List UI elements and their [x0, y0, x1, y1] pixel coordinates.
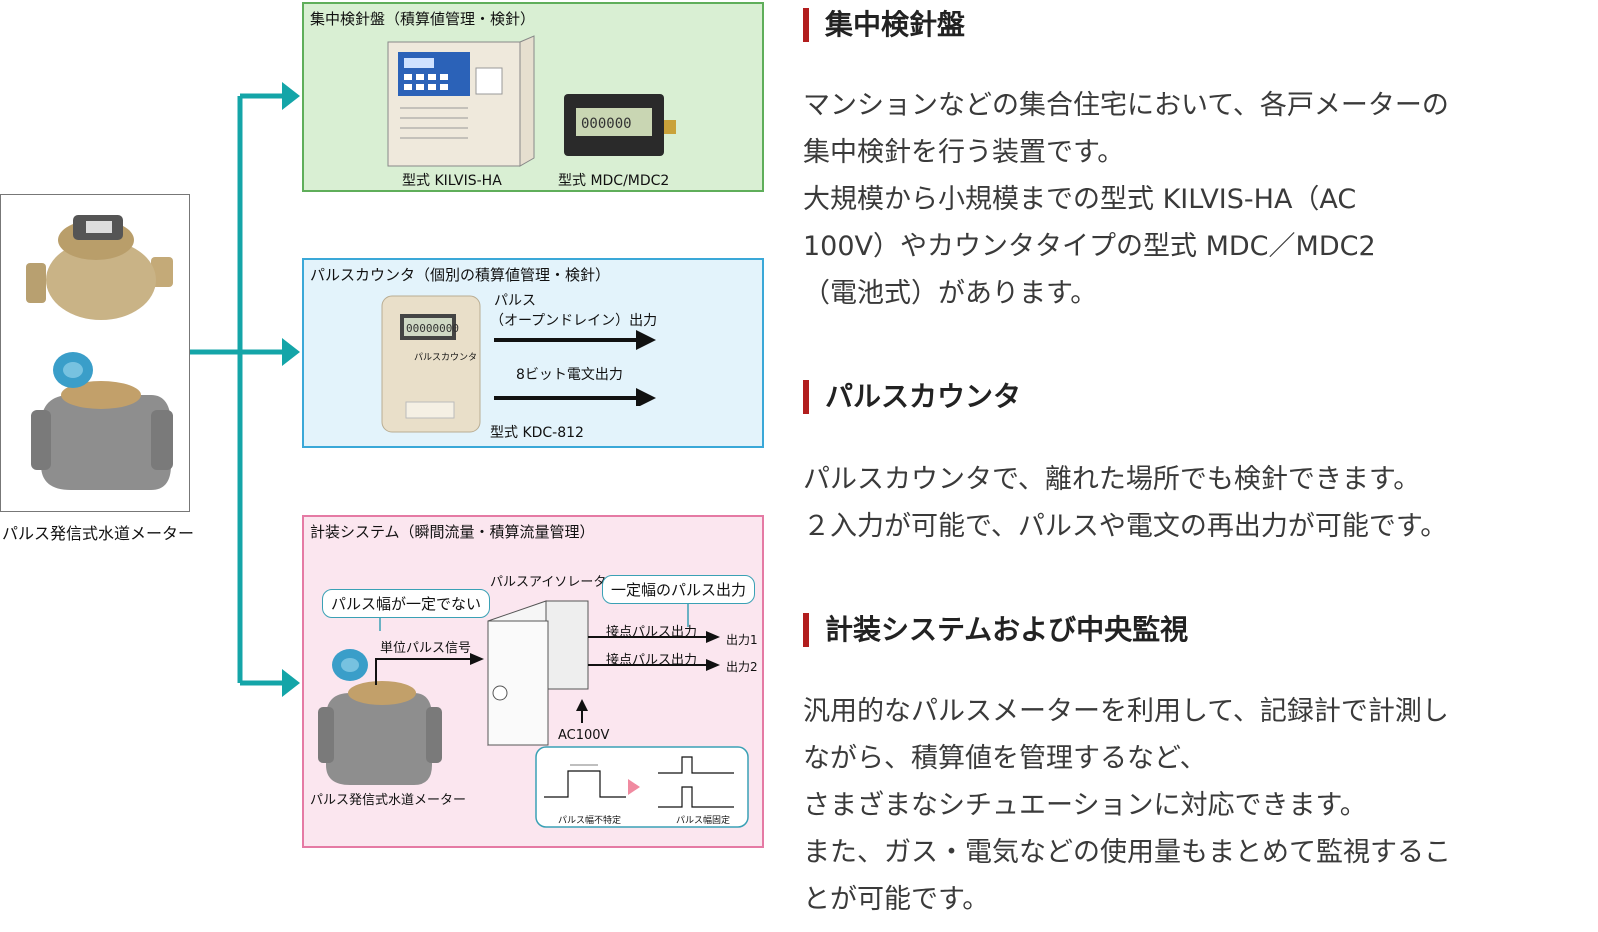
central-reading-devices: 000000: [387, 35, 676, 167]
panel3-meter-caption: パルス発信式水道メーター: [310, 793, 467, 808]
pulse-output-label-2: （オープンドレイン）出力: [490, 313, 658, 329]
svg-text:000000: 000000: [581, 116, 632, 132]
water-meter-illustration: [26, 215, 173, 490]
text-line: ２入力が可能で、パルスや電文の再出力が可能です。: [803, 511, 1448, 542]
arrow-head-3: [282, 669, 300, 697]
label-kdc: 型式 KDC-812: [490, 425, 584, 441]
wave-label-right: パルス幅固定: [676, 816, 731, 826]
panel-instrumentation: 計装システム（瞬間流量・積算流量管理） パルス幅が一定でない パルスアイソレータ…: [302, 515, 764, 848]
heading-instrumentation: 計装システムおよび中央監視: [803, 613, 1188, 647]
text-line: 集中検針を行う装置です。: [803, 137, 1125, 168]
arrow-head-2: [282, 338, 300, 366]
text-line: パルスカウンタで、離れた場所でも検針できます。: [803, 464, 1421, 495]
output2-label: 出力2: [726, 660, 758, 674]
paragraph-instrumentation: 汎用的なパルスメーターを利用して、記録計で計測し ながら、積算値を管理するなど、…: [803, 688, 1451, 923]
device-label: パルスカウンタ: [414, 353, 478, 363]
meter-image-box: [0, 194, 190, 512]
text-line: また、ガス・電気などの使用量もまとめて監視するこ: [803, 837, 1451, 868]
output-arrows: [494, 330, 656, 406]
unit-pulse-signal-label: 単位パルス信号: [380, 641, 472, 656]
panel1-title: 集中検針盤（積算値管理・検針）: [310, 10, 536, 28]
svg-text:00000000: 00000000: [406, 322, 459, 335]
meter-caption: パルス発信式水道メーター: [2, 524, 195, 543]
heading-pulse-counter: パルスカウンタ: [803, 380, 1021, 414]
text-line: （電池式）があります。: [803, 278, 1098, 309]
panel2-title: パルスカウンタ（個別の積算値管理・検針）: [310, 266, 611, 284]
panel-central-reading: 集中検針盤（積算値管理・検針） 000000 型式 KILVIS-HA 型式 M…: [302, 2, 764, 192]
text-line: 100V）やカウンタタイプの型式 MDC／MDC2: [803, 231, 1376, 262]
isolator-label: パルスアイソレータ: [490, 575, 607, 590]
bubble-irregular-pulse: パルス幅が一定でない: [322, 589, 491, 618]
label-kilvis: 型式 KILVIS-HA: [402, 173, 502, 189]
arrow-head-1: [282, 82, 300, 110]
bubble-fixed-pulse: 一定幅のパルス出力: [602, 575, 756, 604]
text-line: さまざまなシチュエーションに対応できます。: [803, 790, 1367, 821]
text-line: とが可能です。: [803, 884, 990, 915]
paragraph-pulse-counter: パルスカウンタで、離れた場所でも検針できます。 ２入力が可能で、パルスや電文の再…: [803, 456, 1447, 550]
label-mdc: 型式 MDC/MDC2: [558, 173, 670, 189]
pulse-output-label-1: パルス: [494, 293, 536, 309]
text-line: マンションなどの集合住宅において、各戸メーターの: [803, 90, 1449, 121]
output1-label: 出力1: [726, 633, 758, 647]
instrumentation-diagram: [318, 600, 749, 828]
power-label: AC100V: [558, 728, 610, 743]
text-line: 汎用的なパルスメーターを利用して、記録計で計測し: [803, 696, 1449, 727]
paragraph-central-reading: マンションなどの集合住宅において、各戸メーターの 集中検針を行う装置です。 大規…: [803, 82, 1449, 317]
text-line: ながら、積算値を管理するなど、: [803, 743, 1207, 774]
panel3-title: 計装システム（瞬間流量・積算流量管理）: [310, 523, 595, 541]
text-line: 大規模から小規模までの型式 KILVIS-HA（AC: [803, 184, 1357, 215]
panel-pulse-counter: パルスカウンタ（個別の積算値管理・検針） 00000000 パルスカウンタ パル…: [302, 258, 764, 448]
wave-label-left: パルス幅不特定: [558, 816, 622, 826]
pulse-counter-device: 00000000: [381, 295, 481, 433]
telegram-output-label: 8ビット電文出力: [516, 367, 623, 383]
heading-central-reading: 集中検針盤: [803, 8, 965, 42]
